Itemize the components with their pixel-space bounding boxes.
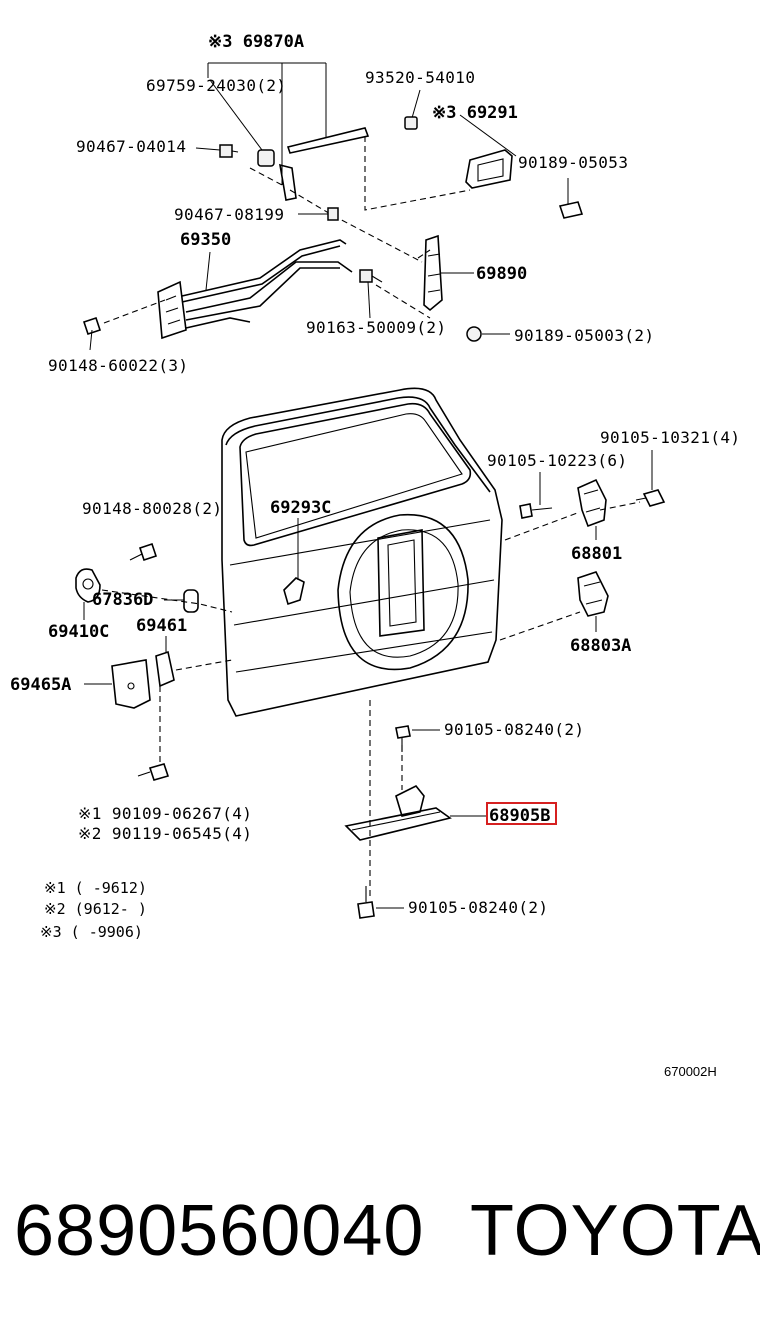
bushing-69759 <box>209 79 275 167</box>
cushion-67836d <box>164 589 199 613</box>
lock-69890 <box>423 234 474 312</box>
stay-68905b <box>344 784 486 841</box>
footer: 6890560040 TOYOTA <box>0 1190 760 1280</box>
bolt-90105-08240-upper <box>395 725 440 752</box>
label-68803a: 68803A <box>570 636 631 656</box>
label-90105-08240-lower: 90105-08240(2) <box>408 898 548 917</box>
footer-brand: TOYOTA <box>470 1191 760 1271</box>
bolt-90163 <box>359 269 383 319</box>
label-90148-60022: 90148-60022(3) <box>48 356 188 375</box>
label-67836d: 67836D <box>92 590 153 610</box>
label-69461: 69461 <box>136 616 187 636</box>
bolt-90148-80028 <box>129 542 158 562</box>
label-68905b: 68905B <box>489 806 550 826</box>
highlight-box <box>486 802 557 825</box>
clip-90189-05053 <box>558 178 584 219</box>
label-93520: 93520-54010 <box>365 68 475 87</box>
label-68801: 68801 <box>571 544 622 564</box>
label-69291: ※3 69291 <box>432 103 518 123</box>
handle-69293c <box>283 518 305 606</box>
label-69410c: 69410C <box>48 622 109 642</box>
label-90109: ※1 90109-06267(4) <box>78 804 252 823</box>
footer-part-number: 6890560040 <box>14 1191 425 1271</box>
note-3: ※3 ( -9906) <box>40 923 143 941</box>
label-90467-04014: 90467-04014 <box>76 137 186 156</box>
label-69350: 69350 <box>180 230 231 250</box>
label-90189-05053: 90189-05053 <box>518 153 628 172</box>
nut-90189-05003 <box>466 326 510 342</box>
label-69293c: 69293C <box>270 498 331 518</box>
label-69870a: ※3 69870A <box>208 32 304 52</box>
lever-link <box>279 163 297 201</box>
bolt-90109 <box>137 763 170 781</box>
parts-diagram: ※3 69870A 69759-24030(2) 93520-54010 ※3 … <box>10 32 740 1079</box>
label-90119: ※2 90119-06545(4) <box>78 824 252 843</box>
label-90105-10321: 90105-10321(4) <box>600 428 740 447</box>
bolt-90105-10321 <box>635 450 666 507</box>
label-69890: 69890 <box>476 264 527 284</box>
label-90105-10223: 90105-10223(6) <box>487 451 627 470</box>
striker-69410c <box>75 568 101 620</box>
plate-69465a <box>84 659 151 709</box>
bracket-69870a <box>207 62 327 185</box>
hinge-68801 <box>577 478 607 540</box>
bolt-90105-08240-lower <box>357 886 404 919</box>
clip-90467-08199 <box>298 207 339 221</box>
note-1: ※1 ( -9612) <box>44 879 147 897</box>
label-90105-08240-upper: 90105-08240(2) <box>444 720 584 739</box>
bracket-69461 <box>155 636 175 688</box>
label-90467-08199: 90467-08199 <box>174 205 284 224</box>
label-90148-80028: 90148-80028(2) <box>82 499 222 518</box>
label-90163: 90163-50009(2) <box>306 318 446 337</box>
label-69759: 69759-24030(2) <box>146 76 286 95</box>
lock-69350 <box>157 239 353 340</box>
label-69465a: 69465A <box>10 675 71 695</box>
handle-69291 <box>459 114 517 189</box>
diagram-code: 670002H <box>664 1064 717 1079</box>
screw-93520 <box>404 89 421 130</box>
note-2: ※2 (9612- ) <box>44 900 147 918</box>
bolt-90148-60022 <box>82 316 102 351</box>
clip-90467-04014 <box>195 144 239 158</box>
rod-69870a <box>286 127 370 154</box>
hinge-68803a <box>577 571 609 632</box>
bolt-90105-10223 <box>519 472 553 519</box>
back-door-panel <box>221 387 503 717</box>
label-90189-05003: 90189-05003(2) <box>514 326 654 345</box>
